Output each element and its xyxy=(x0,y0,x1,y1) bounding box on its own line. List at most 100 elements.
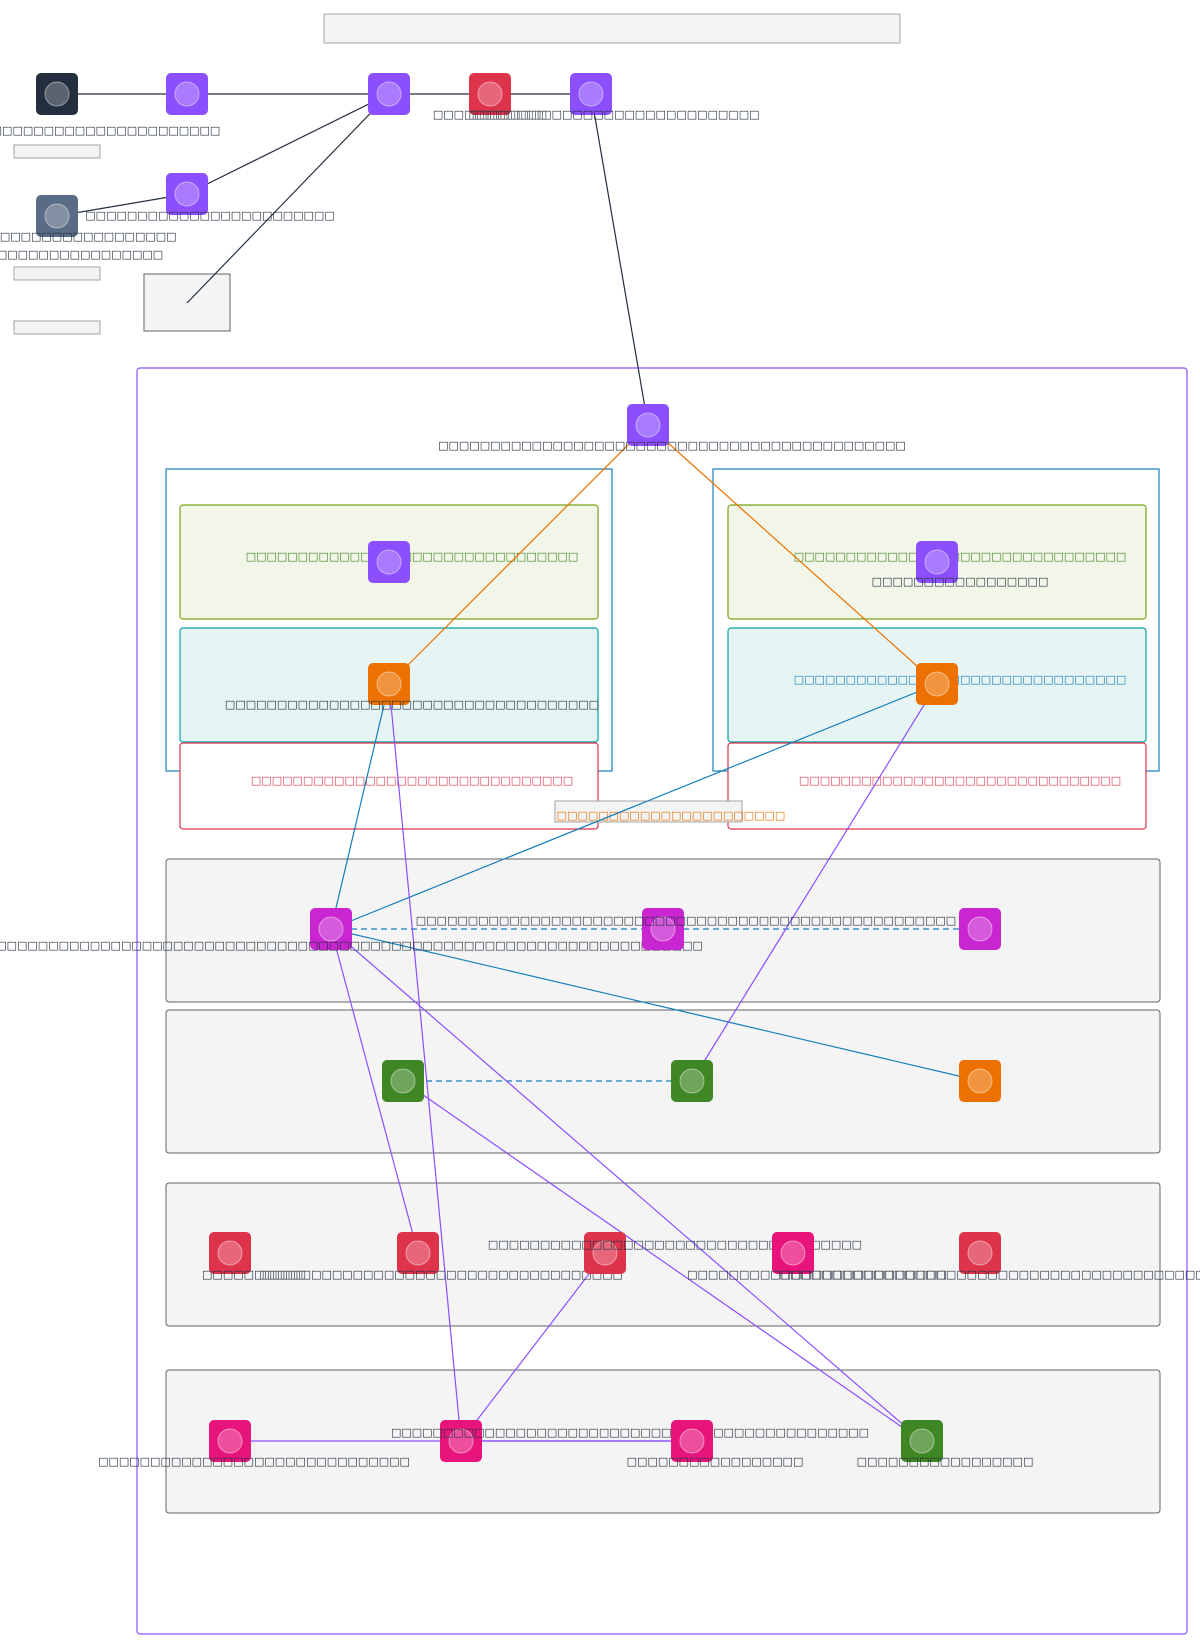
mon_cloudwatch-tile xyxy=(772,1232,814,1274)
waf-glyph xyxy=(477,81,503,107)
load_balancer-glyph xyxy=(635,412,661,438)
sec_guardduty-label: □□□□□□□□□□□□□□□□□□□□□□□□□□□□□□□□□□□□□□□□… xyxy=(780,1268,1200,1281)
mon_events-glyph xyxy=(448,1428,474,1454)
kms-icon[interactable] xyxy=(397,1232,439,1274)
sec_kms-glyph xyxy=(405,1240,431,1266)
storage_a-glyph xyxy=(390,1068,416,1094)
api_gateway-label: □□□□□□□□□□□□□□□□□□□□□□□□□□□□ xyxy=(468,108,759,121)
sec_guardduty-tile xyxy=(959,1232,1001,1274)
sec_iam-label: □□□□□□□□□□ xyxy=(202,1268,306,1281)
sec_iam-glyph xyxy=(217,1240,243,1266)
edge-edge_node-to-cloudfront xyxy=(186,93,390,195)
app_left-glyph xyxy=(376,671,402,697)
sec_kms-label: □□□□□□□□□□□□□□□□□□□□□□□□□□□□□□□□□□□ xyxy=(259,1268,623,1281)
nat_left-tile xyxy=(368,541,410,583)
compute-icon[interactable] xyxy=(959,1060,1001,1102)
route53-icon[interactable] xyxy=(166,73,208,115)
sec_secrets-label: □□□□□□□□□□□□□□□□□□□□□□□□□□□□□□□□□□□□ xyxy=(488,1238,862,1251)
storage-icon[interactable] xyxy=(382,1060,424,1102)
app_right-glyph xyxy=(924,671,950,697)
public-subnet-left-label: □□□□□□□□□□□□□□□□□□□□□□□□□□□□□□□□ xyxy=(246,550,579,563)
cloudfront-tile xyxy=(368,73,410,115)
edge_node-label: □□□□□□□□□□□□□□□□□□□□□□□□ xyxy=(85,209,334,222)
compute_worker-glyph xyxy=(967,1068,993,1094)
nat-gateway-icon[interactable] xyxy=(916,541,958,583)
load-balancer-icon[interactable] xyxy=(627,404,669,446)
storage_a-tile xyxy=(382,1060,424,1102)
mon_events-tile xyxy=(440,1420,482,1462)
public-subnet-right-label: □□□□□□□□□□□□□□□□□□□□□□□□□□□□□□□□ xyxy=(794,550,1127,563)
waf-label: □□□□□□□□□□□ xyxy=(433,108,547,121)
load_balancer-label: □□□□□□□□□□□□□□□□□□□□□□□□□□□□□□□□□□□□□□□□… xyxy=(438,439,906,452)
waf-tile xyxy=(469,73,511,115)
nat_right-tile xyxy=(916,541,958,583)
edge-storage_a-to-mon_backup xyxy=(402,1080,923,1442)
title-box xyxy=(323,13,901,44)
edge_node-tile xyxy=(166,173,208,215)
mobile-client-icon[interactable] xyxy=(36,195,78,237)
legend-box-3 xyxy=(13,320,101,335)
legend-box-1 xyxy=(13,144,101,159)
storage_b-glyph xyxy=(679,1068,705,1094)
mon_backup-label: □□□□□□□□□□□□□□□□□ xyxy=(857,1455,1034,1468)
api_gateway-tile xyxy=(570,73,612,115)
db-subnet-left-label: □□□□□□□□□□□□□□□□□□□□□□□□□□□□□□□ xyxy=(251,774,573,787)
cloudwatch-icon[interactable] xyxy=(772,1232,814,1274)
iam-icon[interactable] xyxy=(209,1232,251,1274)
waf-icon[interactable] xyxy=(469,73,511,115)
mobile-glyph xyxy=(44,203,70,229)
mon_logs-glyph xyxy=(217,1428,243,1454)
user-icon[interactable] xyxy=(36,73,78,115)
private-subnet-right-label: □□□□□□□□□□□□□□□□□□□□□□□□□□□□□□□□ xyxy=(794,673,1127,686)
route53-glyph xyxy=(174,81,200,107)
load_balancer-tile xyxy=(627,404,669,446)
sns-icon[interactable] xyxy=(671,1420,713,1462)
mon_sns-glyph xyxy=(679,1428,705,1454)
edge-location-icon[interactable] xyxy=(166,173,208,215)
cache-icon[interactable] xyxy=(959,908,1001,950)
cloud-boundary xyxy=(136,367,1188,1635)
edge-mobile-to-edge_node xyxy=(56,191,188,217)
api-gateway-icon[interactable] xyxy=(570,73,612,115)
database-icon[interactable] xyxy=(310,908,352,950)
events-icon[interactable] xyxy=(440,1420,482,1462)
edge-ext-to-cloudfront xyxy=(186,93,390,304)
sec_iam-tile xyxy=(209,1232,251,1274)
secrets-icon[interactable] xyxy=(584,1232,626,1274)
mon_events-label: □□□□□□□□□□□□□□□□□□□□□□□□□□□□□□□□□□□□□□□□… xyxy=(391,1426,869,1439)
db-subnet-left xyxy=(179,742,599,830)
compute-icon[interactable] xyxy=(916,663,958,705)
edge-db_primary-to-app_right xyxy=(330,682,938,930)
mon_cloudwatch-glyph xyxy=(780,1240,806,1266)
mon_backup-glyph xyxy=(909,1428,935,1454)
cloudfront-icon[interactable] xyxy=(368,73,410,115)
app_left-label: □□□□□□□□□□□□□□□□□□□□□□□□□□□□□□□□□□□□ xyxy=(225,698,599,711)
db_replica-glyph xyxy=(650,916,676,942)
edge-db_primary-to-mon_backup xyxy=(330,928,923,1442)
mon_logs-label: □□□□□□□□□□□□□□□□□□□□□□□□□□□□□□ xyxy=(98,1455,410,1468)
edge-load_balancer-to-app_right xyxy=(647,424,938,685)
nat-gateway-icon[interactable] xyxy=(368,541,410,583)
mon_backup-tile xyxy=(901,1420,943,1462)
edges-layer xyxy=(56,89,981,1446)
mon_cloudwatch-label: □□□□□□□□□□□□□□□□□□□□□□□□□ xyxy=(687,1268,947,1281)
guardduty-icon[interactable] xyxy=(959,1232,1001,1274)
tier-security xyxy=(165,1182,1161,1327)
db-subnet-right xyxy=(727,742,1147,830)
user-tile xyxy=(36,73,78,115)
compute-icon[interactable] xyxy=(368,663,410,705)
database-icon[interactable] xyxy=(642,908,684,950)
storage-icon[interactable] xyxy=(671,1060,713,1102)
logs-icon[interactable] xyxy=(209,1420,251,1462)
db-subnet-right-label: □□□□□□□□□□□□□□□□□□□□□□□□□□□□□□□ xyxy=(799,774,1121,787)
sec_kms-tile xyxy=(397,1232,439,1274)
storage_b-tile xyxy=(671,1060,713,1102)
db_cache-glyph xyxy=(967,916,993,942)
app_right-tile xyxy=(916,663,958,705)
note-box-label: □□□□□□□□□□□□□□□□□□□□□□ xyxy=(557,809,786,822)
edge-app_left-to-mon_events xyxy=(388,683,465,1442)
edge-api_gateway-to-load_balancer xyxy=(590,93,651,426)
backup-icon[interactable] xyxy=(901,1420,943,1462)
db_replica-label: □□□□□□□□□□□□□□□□□□□□□□□□□□□□□□□□□□□□□□□□… xyxy=(416,914,956,927)
edge-load_balancer-to-app_left xyxy=(388,424,649,685)
